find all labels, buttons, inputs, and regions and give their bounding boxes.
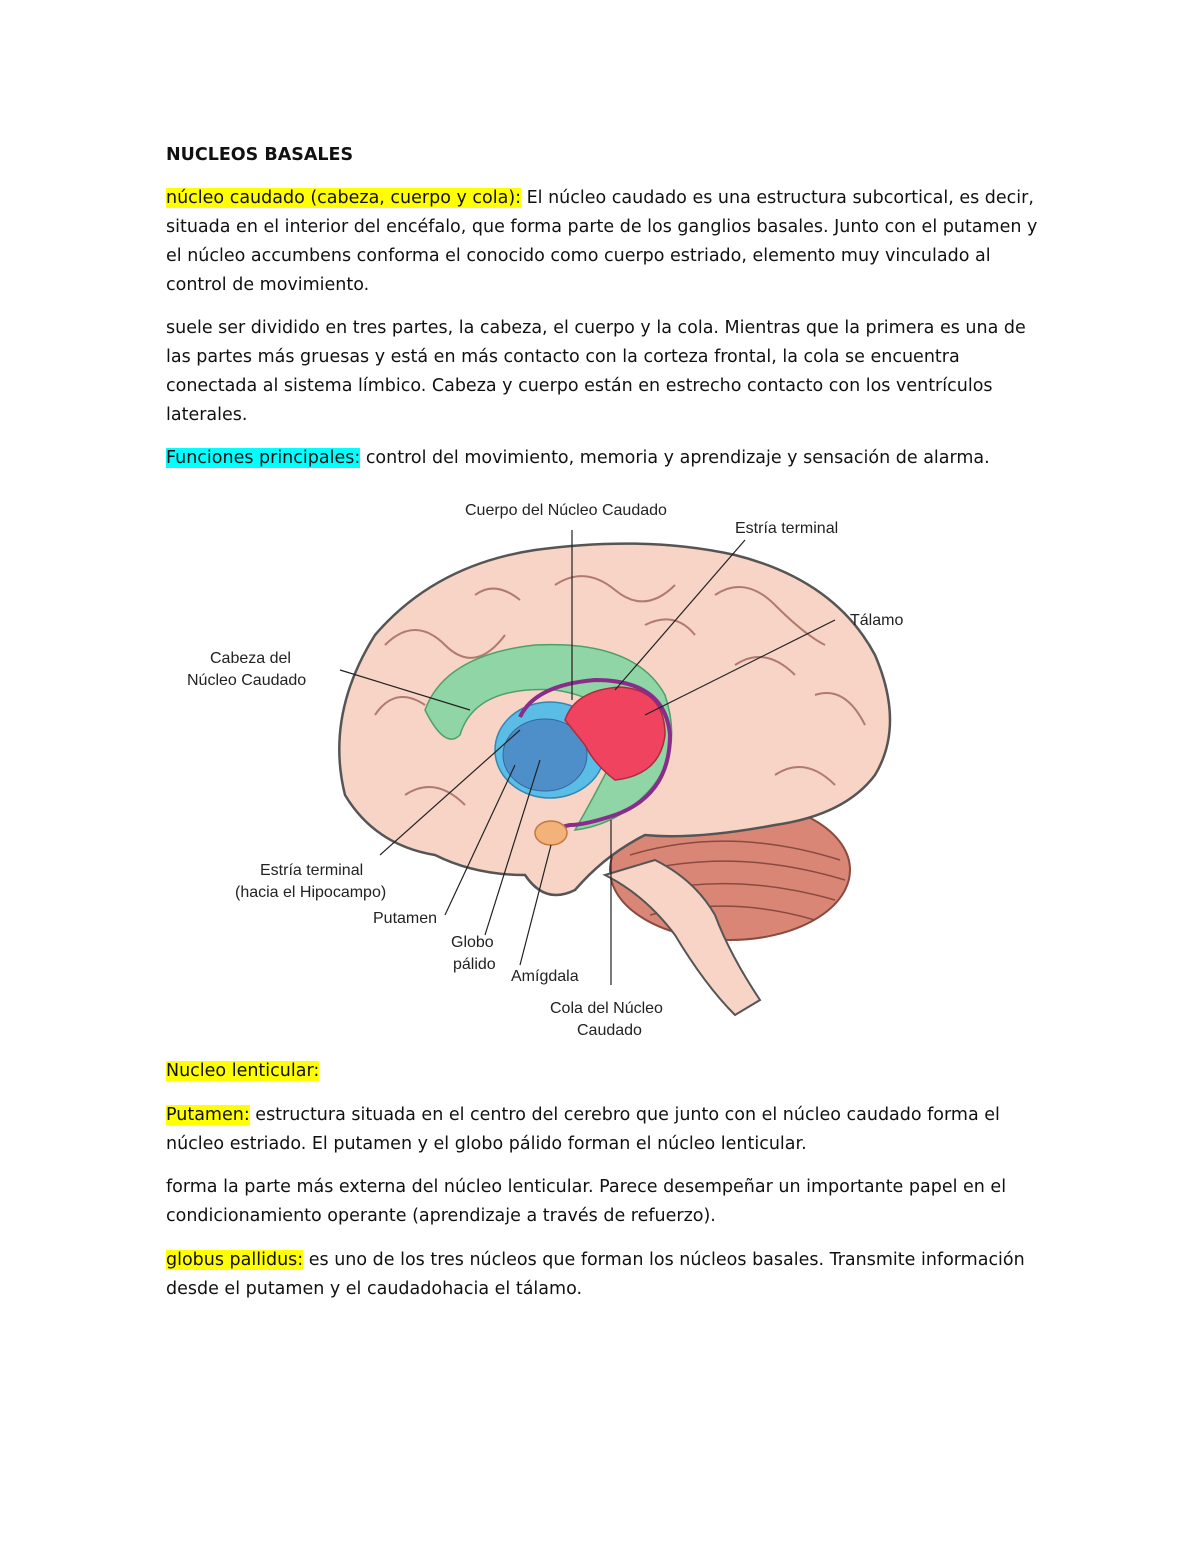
label-amigdala: Amígdala [511,968,579,985]
brainstem-shape [602,858,762,1017]
putamen-text: estructura situada en el centro del cere… [166,1105,1000,1154]
label-talamo: Tálamo [850,612,903,629]
brain-figure: Cuerpo del Núcleo Caudado Estría termina… [175,495,935,1050]
brain-diagram: Cuerpo del Núcleo Caudado Estría termina… [187,502,903,1039]
label-cola-1: Cola del Núcleo [550,1000,663,1017]
lenticular-paragraph: Nucleo lenticular: [166,1057,1046,1086]
amygdala-shape [534,820,568,846]
label-estria-hipo-2: (hacia el Hipocampo) [235,884,386,901]
globus-pallidus-shape [502,718,588,792]
globus-text: es uno de los tres núcleos que forman lo… [166,1250,1025,1299]
document-title: NUCLEOS BASALES [166,145,354,165]
putamen-paragraph: Putamen: estructura situada en el centro… [166,1101,1046,1159]
stria-terminalis-shape [518,677,673,832]
leader-lines [339,530,836,985]
label-estria: Estría terminal [735,520,838,537]
label-estria-hipo-1: Estría terminal [260,862,363,879]
caudado-paragraph: núcleo caudado (cabeza, cuerpo y cola): … [166,184,1046,300]
label-cola-2: Caudado [577,1022,642,1039]
label-globo-2: pálido [453,956,496,973]
globus-heading: globus pallidus: [166,1250,304,1270]
putamen-heading: Putamen: [166,1105,250,1125]
caudado-heading: núcleo caudado (cabeza, cuerpo y cola): [166,188,522,208]
thalamus-shape [564,686,666,781]
funciones-heading: Funciones principales: [166,448,361,468]
funciones-text: control del movimiento, memoria y aprend… [360,448,990,468]
gyri-lines [374,575,866,806]
funciones-paragraph: Funciones principales: control del movim… [166,444,1046,473]
caudado-detail-paragraph: suele ser dividido en tres partes, la ca… [166,318,1026,425]
cerebellum-folia [624,840,846,921]
putamen-detail-paragraph: forma la parte más externa del núcleo le… [166,1177,1007,1226]
globus-paragraph: globus pallidus: es uno de los tres núcl… [166,1246,1046,1304]
caudado-text: El núcleo caudado es una estructura subc… [166,188,1038,295]
label-cabeza-2: Núcleo Caudado [187,672,306,689]
label-cabeza-1: Cabeza del [210,650,291,667]
label-cuerpo: Cuerpo del Núcleo Caudado [465,502,667,519]
label-globo-1: Globo [451,934,494,951]
lenticular-heading: Nucleo lenticular: [166,1061,320,1081]
label-putamen: Putamen [373,910,437,927]
